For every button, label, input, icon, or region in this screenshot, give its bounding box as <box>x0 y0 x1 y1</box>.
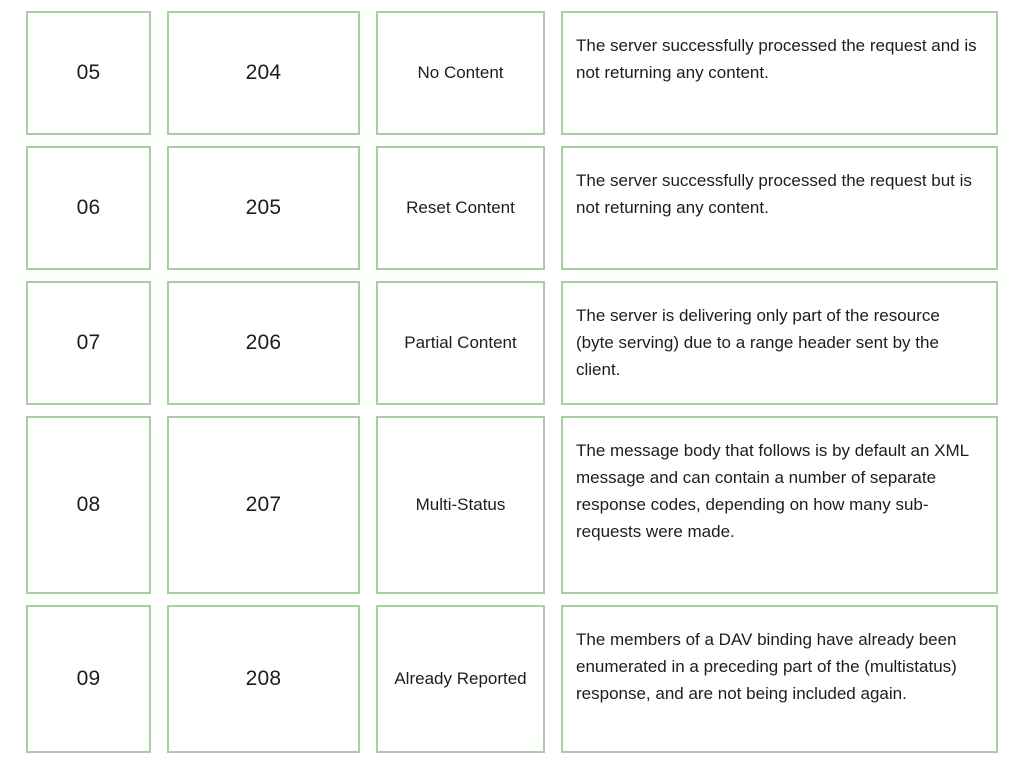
status-name-cell: Reset Content <box>376 146 545 270</box>
status-name-value: Reset Content <box>406 197 515 217</box>
status-name-value: Partial Content <box>404 332 517 352</box>
row-index-cell: 06 <box>26 146 151 270</box>
status-description-value: The members of a DAV binding have alread… <box>576 630 957 703</box>
status-description-cell: The members of a DAV binding have alread… <box>561 605 998 753</box>
status-description-cell: The server is delivering only part of th… <box>561 281 998 405</box>
row-index-value: 05 <box>76 60 101 84</box>
status-name-cell: Partial Content <box>376 281 545 405</box>
table-row: 05 204 No Content The server successfull… <box>26 11 998 135</box>
row-index-value: 09 <box>76 666 101 690</box>
status-code-cell: 206 <box>167 281 360 405</box>
status-description-cell: The server successfully processed the re… <box>561 11 998 135</box>
table-row: 09 208 Already Reported The members of a… <box>26 605 998 753</box>
status-name-cell: No Content <box>376 11 545 135</box>
status-description-cell: The server successfully processed the re… <box>561 146 998 270</box>
status-code-value: 206 <box>245 330 282 354</box>
status-code-value: 207 <box>245 492 282 516</box>
status-name-value: Already Reported <box>394 668 527 688</box>
row-index-value: 08 <box>76 492 101 516</box>
status-description-value: The server successfully processed the re… <box>576 171 972 217</box>
status-description-value: The message body that follows is by defa… <box>576 441 969 541</box>
row-index-value: 07 <box>76 330 101 354</box>
row-index-cell: 09 <box>26 605 151 753</box>
status-code-value: 208 <box>245 666 282 690</box>
status-description-value: The server is delivering only part of th… <box>576 306 940 379</box>
status-name-cell: Multi-Status <box>376 416 545 594</box>
row-index-value: 06 <box>76 195 101 219</box>
row-index-cell: 07 <box>26 281 151 405</box>
status-name-value: No Content <box>417 62 504 82</box>
status-code-cell: 205 <box>167 146 360 270</box>
status-code-cell: 207 <box>167 416 360 594</box>
status-code-cell: 208 <box>167 605 360 753</box>
status-description-cell: The message body that follows is by defa… <box>561 416 998 594</box>
status-code-value: 205 <box>245 195 282 219</box>
row-index-cell: 05 <box>26 11 151 135</box>
status-description-value: The server successfully processed the re… <box>576 36 977 82</box>
status-name-value: Multi-Status <box>415 494 506 514</box>
table-row: 08 207 Multi-Status The message body tha… <box>26 416 998 594</box>
status-code-cell: 204 <box>167 11 360 135</box>
row-index-cell: 08 <box>26 416 151 594</box>
status-name-cell: Already Reported <box>376 605 545 753</box>
table-row: 06 205 Reset Content The server successf… <box>26 146 998 270</box>
status-code-value: 204 <box>245 60 282 84</box>
table-row: 07 206 Partial Content The server is del… <box>26 281 998 405</box>
